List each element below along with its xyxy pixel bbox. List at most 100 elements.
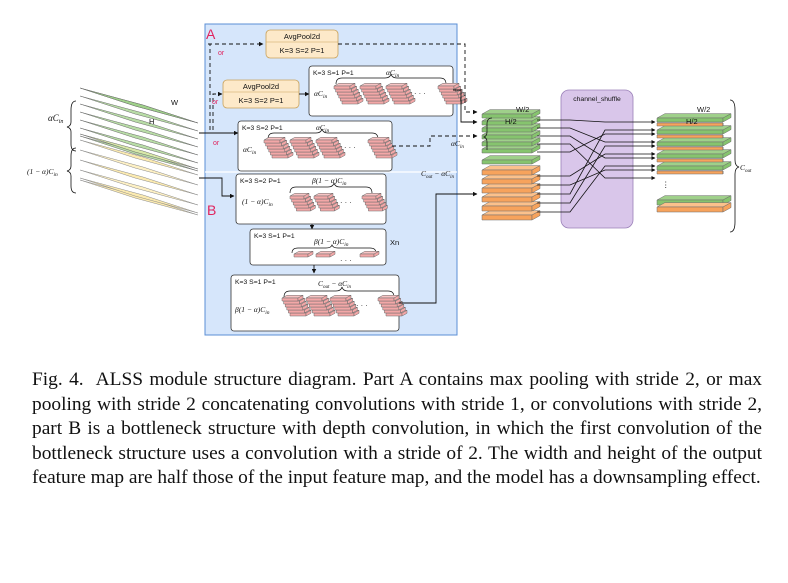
slab-side bbox=[303, 192, 310, 200]
concat-orange-slab bbox=[481, 210, 541, 221]
kernel-slab bbox=[315, 136, 338, 144]
slab-front bbox=[481, 141, 533, 147]
slab-side bbox=[336, 145, 343, 153]
slab-side bbox=[409, 97, 416, 105]
slab-front bbox=[265, 142, 282, 147]
concat-height-label: H/2 bbox=[505, 117, 517, 126]
concat-alpha-label: αCin bbox=[451, 139, 464, 150]
slab-top bbox=[656, 137, 732, 143]
slab-top bbox=[481, 210, 541, 216]
slab-side bbox=[302, 303, 309, 311]
slab-front bbox=[296, 151, 313, 156]
concat-green-slab bbox=[481, 155, 541, 165]
slab-front bbox=[380, 303, 398, 308]
conv-b2-box bbox=[249, 228, 387, 266]
output-width-label: W/2 bbox=[697, 105, 710, 114]
kernel-slab bbox=[361, 192, 382, 200]
conv-b2-brace bbox=[291, 243, 377, 254]
slab-side bbox=[403, 85, 409, 93]
input-slice-top bbox=[79, 87, 199, 124]
slab-front bbox=[369, 142, 386, 147]
ellipsis: · · · bbox=[414, 89, 426, 98]
slab-side bbox=[453, 82, 460, 90]
slab-top bbox=[656, 202, 732, 208]
slab-side bbox=[299, 297, 305, 305]
slab-front bbox=[329, 297, 347, 302]
output-orange-slab bbox=[656, 134, 724, 139]
slab-side bbox=[377, 85, 383, 93]
slab-top bbox=[481, 165, 541, 171]
avgpool-top-out bbox=[338, 43, 478, 115]
slab-front bbox=[393, 100, 411, 105]
slab-side bbox=[373, 250, 380, 258]
slab-front bbox=[292, 145, 310, 150]
shuffle-line bbox=[537, 135, 656, 160]
slab-side bbox=[329, 309, 336, 317]
slab-front bbox=[293, 253, 309, 258]
slab-side bbox=[398, 303, 405, 311]
slab-side bbox=[279, 136, 286, 144]
slab-side bbox=[334, 142, 341, 150]
slab-side bbox=[390, 148, 396, 156]
slab-side bbox=[531, 116, 541, 126]
slab-side bbox=[310, 145, 317, 153]
slab-front bbox=[379, 300, 396, 305]
input-slice-green bbox=[79, 95, 199, 132]
kernel-slab bbox=[385, 82, 408, 90]
slab-side bbox=[286, 148, 292, 156]
concat-feature-map bbox=[481, 109, 541, 221]
slab-front bbox=[363, 198, 378, 203]
slab-side bbox=[531, 130, 541, 140]
slab-side bbox=[339, 151, 346, 159]
part-b-label: B bbox=[207, 202, 216, 218]
slab-front bbox=[374, 151, 391, 156]
slab-front bbox=[315, 139, 333, 144]
concat-width-label: W/2 bbox=[516, 105, 529, 114]
slab-side bbox=[353, 309, 360, 317]
conv-b1-brace bbox=[289, 182, 373, 194]
slab-side bbox=[312, 148, 318, 156]
shuffle-line bbox=[537, 132, 656, 153]
output-green-slab bbox=[656, 161, 732, 171]
concat-green-slab bbox=[481, 109, 541, 119]
slab-side bbox=[338, 148, 344, 156]
slab-front bbox=[292, 201, 308, 206]
input-feature-map bbox=[79, 87, 199, 216]
conv-a2-kernels: · · · bbox=[263, 136, 398, 159]
conv-b1-side: (1 − α)Cin bbox=[242, 197, 273, 208]
conv-a2-channels: αCin bbox=[316, 123, 329, 134]
slab-front bbox=[367, 139, 385, 144]
slab-front bbox=[270, 151, 287, 156]
slab-front bbox=[481, 169, 533, 176]
slab-front bbox=[336, 309, 353, 314]
slab-side bbox=[455, 85, 461, 93]
slab-front bbox=[317, 142, 334, 147]
slab-side bbox=[297, 294, 304, 302]
input-rest-brace bbox=[66, 147, 77, 194]
output-green-slab bbox=[656, 125, 732, 135]
kernel-slab bbox=[305, 294, 328, 302]
slab-top bbox=[656, 195, 732, 201]
slab-top bbox=[481, 155, 541, 161]
slab-front bbox=[288, 309, 305, 314]
slab-front bbox=[289, 139, 307, 144]
slab-front bbox=[284, 303, 302, 308]
slab-front bbox=[281, 297, 299, 302]
slab-front bbox=[307, 300, 324, 305]
shuffle-line bbox=[537, 152, 656, 177]
slab-side bbox=[408, 94, 414, 102]
alss-module-diagram: A B W H αCin (1 − α)Cin or or or AvgPool… bbox=[27, 23, 752, 336]
kernel-slab bbox=[289, 136, 312, 144]
ellipsis: · · · bbox=[356, 301, 368, 310]
slab-side bbox=[331, 136, 338, 144]
slab-front bbox=[481, 205, 533, 212]
slab-top bbox=[481, 201, 541, 207]
slab-front bbox=[656, 206, 724, 213]
slab-side bbox=[531, 137, 541, 147]
conv-a2-params: K=3 S=2 P=1 bbox=[242, 125, 283, 132]
input-alpha-channels: αCin bbox=[48, 113, 63, 125]
slab-front bbox=[289, 312, 307, 317]
slab-front bbox=[382, 306, 400, 311]
slab-front bbox=[656, 141, 724, 147]
concat-orange-slab bbox=[481, 192, 541, 203]
